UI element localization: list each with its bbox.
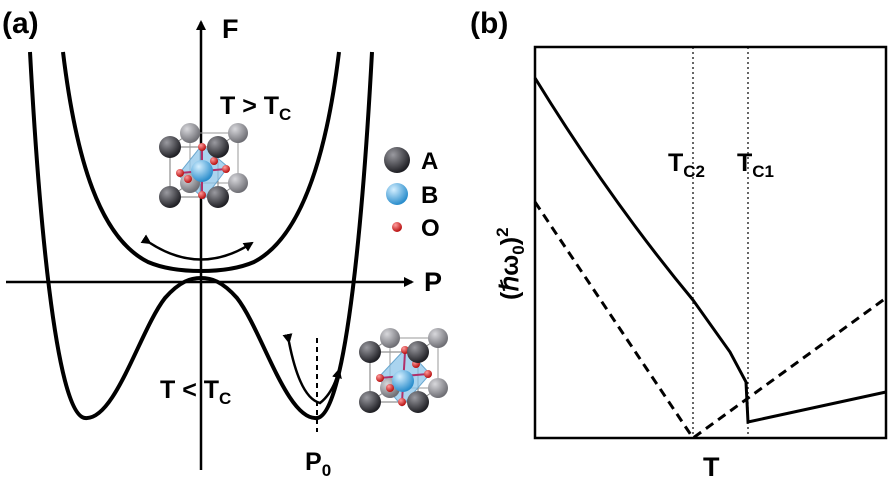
panel-a-label: (a) [2, 7, 39, 40]
atom-a-swatch [384, 147, 410, 173]
atom-b-label: B [421, 182, 438, 209]
plot-frame [533, 45, 888, 440]
atom-b-swatch [386, 183, 408, 205]
solid-mode-curve [533, 77, 887, 424]
tc1-label: TC1 [737, 149, 774, 181]
panel-a: (a) F P T > TC T < TC P0 [2, 7, 448, 480]
soft-mode-arrow [140, 234, 254, 261]
tc2-label: TC2 [668, 149, 705, 181]
omega-axis-label: (ℏω0)2 [493, 227, 528, 300]
panel-b: (b) TC2 TC1 T (ℏω0)2 [470, 7, 888, 482]
p-axis-label: P [424, 267, 442, 297]
cubic-perovskite-cell [159, 123, 248, 208]
low-temp-label: T < TC [160, 376, 231, 408]
distorted-perovskite-cell [359, 328, 448, 413]
atom-o-swatch [392, 222, 402, 232]
atom-o-label: O [421, 215, 440, 242]
high-temp-label: T > TC [220, 92, 291, 124]
panel-b-label: (b) [470, 7, 508, 40]
f-axis-label: F [222, 14, 239, 44]
atom-a-label: A [421, 148, 438, 175]
well-oscillation-arrow [282, 333, 342, 405]
atom-legend: A B O [384, 147, 440, 242]
single-well-curve [61, 51, 341, 273]
dashed-mode-curve [533, 201, 887, 441]
t-axis-label: T [703, 452, 720, 482]
p0-label: P0 [305, 448, 331, 480]
